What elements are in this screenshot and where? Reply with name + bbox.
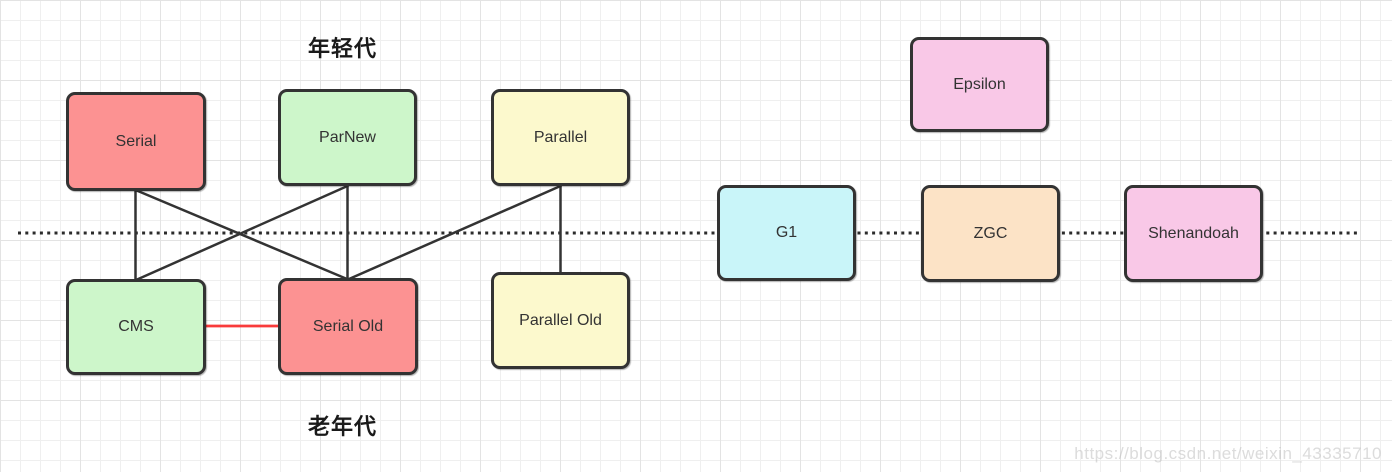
edge-parallel-serial-old (347, 184, 562, 281)
node-shenandoah-label: Shenandoah (1148, 224, 1239, 242)
node-serial-old: Serial Old (278, 278, 418, 375)
csdn-watermark: https://blog.csdn.net/weixin_43335710 (1074, 444, 1382, 463)
node-serial-label: Serial (115, 132, 157, 150)
node-parallel-old-label: Parallel Old (519, 311, 602, 329)
node-epsilon: Epsilon (910, 37, 1049, 132)
edge-parnew-cms (134, 184, 349, 282)
node-serial-old-label: Serial Old (312, 317, 384, 335)
node-epsilon-label: Epsilon (953, 75, 1006, 93)
node-cms-label: CMS (118, 318, 154, 335)
node-g1: G1 (717, 185, 856, 281)
node-g1-label: G1 (775, 224, 798, 241)
node-zgc-label: ZGC (973, 224, 1008, 242)
node-cms: CMS (66, 279, 206, 375)
node-parallel-label: Parallel (533, 128, 588, 146)
node-parallel: Parallel (491, 89, 630, 186)
node-zgc: ZGC (921, 185, 1060, 282)
old-generation-label: 老年代 (308, 414, 378, 439)
node-parnew-label: ParNew (319, 128, 376, 146)
node-shenandoah: Shenandoah (1124, 185, 1263, 282)
young-generation-label: 年轻代 (308, 36, 378, 61)
node-parallel-old: Parallel Old (491, 272, 630, 369)
node-parnew: ParNew (278, 89, 417, 186)
node-serial: Serial (66, 92, 206, 191)
